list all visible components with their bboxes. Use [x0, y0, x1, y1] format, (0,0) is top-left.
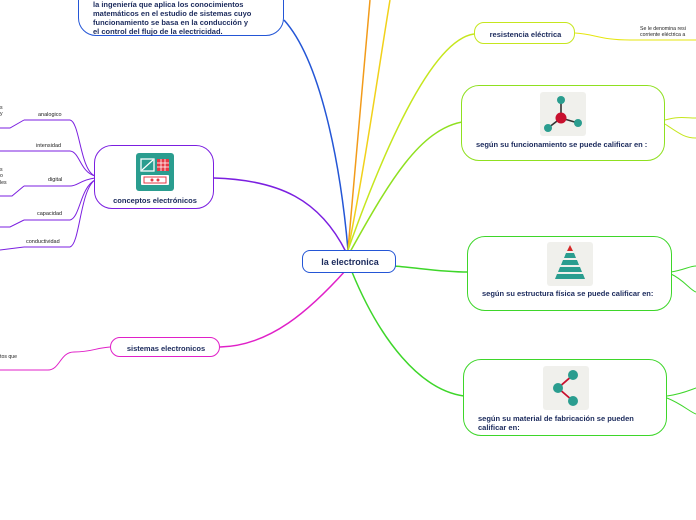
funcionamiento-label: según su funcionamiento se puede calific… [476, 140, 648, 149]
concept-analogico[interactable]: analogico [38, 112, 62, 118]
estructura-label: según su estructura física se puede cali… [482, 289, 654, 298]
central-node[interactable]: la electronica [302, 250, 396, 273]
resistencia-node[interactable]: resistencia eléctrica [474, 22, 575, 44]
concept-digital[interactable]: digital [48, 177, 63, 183]
funcionamiento-node[interactable]: según su funcionamiento se puede calific… [461, 85, 665, 161]
connector-conceptos [213, 177, 347, 253]
concept-capacidad[interactable]: capacidad [37, 211, 63, 217]
definition-line-2: matemáticos en el estudio de sistemas cu… [93, 9, 252, 18]
definition-line-1: la ingeniería que aplica los conocimient… [93, 0, 244, 9]
material-node[interactable]: según su material de fabricación se pued… [463, 359, 667, 436]
pyramid-icon [547, 242, 593, 286]
resistencia-label: resistencia eléctrica [489, 30, 562, 39]
definition-line-3: funcionamiento se basa en la conducción … [93, 18, 249, 27]
connector-resistencia [347, 33, 475, 251]
central-label: la electronica [321, 257, 379, 267]
connector-orange [347, 0, 371, 251]
analogico-cut-text: s y [0, 105, 3, 118]
sistemas-label: sistemas electronicos [126, 344, 206, 353]
definition-node[interactable]: la ingeniería que aplica los conocimient… [78, 0, 284, 36]
estructura-node[interactable]: según su estructura física se puede cali… [467, 236, 672, 311]
branch-icon [543, 366, 589, 410]
circuit-board-icon [136, 153, 174, 191]
definition-line-4: el control del flujo de la electricidad. [93, 27, 223, 36]
concept-intensidad[interactable]: intensidad [36, 143, 62, 149]
connector-sistemas [219, 269, 347, 348]
material-label: según su material de fabricación se pued… [478, 414, 634, 432]
sistemas-node[interactable]: sistemas electronicos [110, 337, 220, 357]
digital-cut-text: s o les [0, 167, 7, 186]
connector-yellow [347, 0, 391, 251]
sistemas-cut-text: tos que [0, 354, 18, 360]
connector-definition [283, 19, 349, 251]
resistencia-note: Se le denomina resi corriente eléctrica … [640, 26, 686, 39]
conceptos-label: conceptos electrónicos [113, 196, 197, 205]
concept-conductividad[interactable]: conductividad [26, 239, 60, 245]
molecule-icon [540, 92, 586, 136]
connector-estructura [393, 265, 469, 273]
connector-funcionamiento [349, 121, 463, 253]
connector-material [351, 271, 465, 397]
conceptos-node[interactable]: conceptos electrónicos [94, 145, 214, 209]
